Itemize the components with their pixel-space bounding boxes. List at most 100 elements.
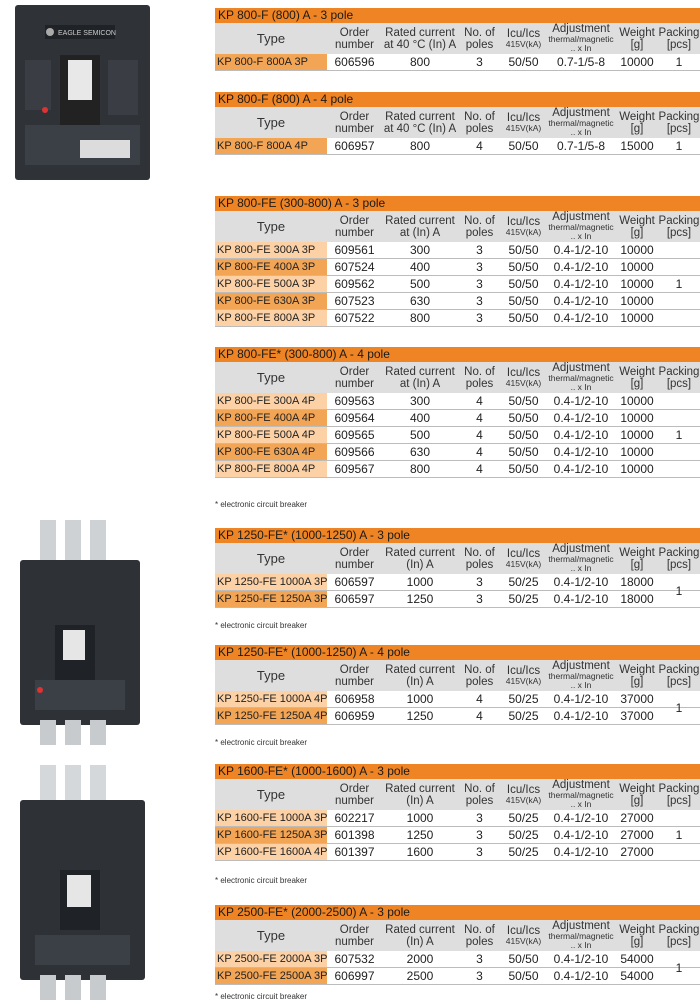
cell-icu: 50/50: [508, 394, 539, 408]
cell-rated: 630: [409, 294, 431, 308]
cell-order: 602217: [334, 811, 375, 825]
header-icu-sub: 415V(kA): [505, 123, 542, 133]
cell-weight: 27000: [620, 828, 654, 842]
cell-type: KP 1600-FE 1000A 3P: [215, 810, 328, 826]
cell-packing: 1: [675, 277, 683, 291]
header-adj-sub: thermal/magnetic .. x In: [548, 222, 614, 241]
table-block: KP 1250-FE* (1000-1250) A - 4 pole Type …: [215, 645, 700, 725]
header-poles: No. of poles: [464, 782, 495, 807]
header-adj-sub: thermal/magnetic .. x In: [548, 671, 614, 690]
header-adj-label: Adjustment: [552, 362, 610, 374]
cell-type: KP 800-FE 800A 3P: [215, 310, 327, 326]
cell-type: KP 1250-FE 1000A 3P: [215, 574, 328, 590]
cell-weight: 18000: [620, 592, 654, 606]
header-packing-sub: [pcs]: [666, 675, 692, 688]
header-type: Type: [256, 786, 286, 802]
cell-adjustment: 0.4-1/2-10: [553, 445, 609, 459]
cell-adjustment: 0.4-1/2-10: [553, 952, 609, 966]
cell-icu: 50/50: [508, 311, 539, 325]
cell-icu: 50/50: [508, 277, 539, 291]
cell-poles: 3: [476, 277, 483, 291]
cell-type: KP 800-FE 800A 4P: [215, 461, 327, 477]
header-weight-label: Weight: [619, 923, 655, 936]
header-adj-sub: thermal/magnetic .. x In: [548, 931, 614, 950]
header-adj-label: Adjustment: [552, 543, 610, 555]
table-title: KP 800-F (800) A - 4 pole: [215, 92, 700, 107]
header-order: Order number: [335, 546, 374, 571]
cell-adjustment: 0.7-1/5-8: [556, 55, 606, 69]
cell-adjustment: 0.7-1/5-8: [556, 139, 606, 153]
cell-type: KP 800-FE 400A 3P: [215, 259, 327, 275]
header-type: Type: [256, 218, 286, 234]
cell-icu: 50/50: [508, 952, 539, 966]
header-weight-label: Weight: [619, 546, 655, 559]
cell-icu: 50/50: [508, 411, 539, 425]
header-rated: Rated current (In) A: [385, 923, 455, 948]
header-icu-sub: 415V(kA): [505, 936, 542, 946]
table-block: KP 800-FE* (300-800) A - 4 pole Type Ord…: [215, 347, 700, 478]
cell-icu: 50/50: [508, 243, 539, 257]
cell-type: KP 1250-FE 1250A 3P: [215, 591, 328, 607]
header-icu-label: Icu/Ics: [506, 665, 541, 677]
cell-type: KP 800-FE 500A 3P: [215, 276, 327, 292]
cell-poles: 3: [476, 828, 483, 842]
table-title: KP 2500-FE* (2000-2500) A - 3 pole: [215, 905, 700, 920]
header-weight: Weight[g]: [616, 920, 658, 951]
cell-order: 606597: [334, 592, 375, 606]
header-type: Type: [256, 30, 286, 46]
table-header: Type Order number Rated current (In) A N…: [215, 779, 700, 810]
cell-type: KP 800-FE 400A 4P: [215, 410, 327, 426]
cell-poles: 4: [476, 428, 483, 442]
cell-icu: 50/50: [508, 462, 539, 476]
cell-weight: 37000: [620, 709, 654, 723]
cell-icu: 50/50: [508, 260, 539, 274]
header-weight-sub: [g]: [630, 794, 644, 807]
header-rated: Rated current (In) A: [385, 546, 455, 571]
cell-order: 609566: [334, 445, 375, 459]
cell-icu: 50/25: [508, 692, 539, 706]
cell-weight: 10000: [620, 411, 654, 425]
cell-rated: 800: [409, 55, 431, 69]
cell-order: 609561: [334, 243, 375, 257]
cell-icu: 50/50: [508, 294, 539, 308]
cell-weight: 54000: [620, 952, 654, 966]
header-packing-label: Packing: [658, 546, 700, 559]
cell-packing: 1: [675, 961, 683, 975]
cell-adjustment: 0.4-1/2-10: [553, 592, 609, 606]
cell-type: KP 800-FE 300A 3P: [215, 242, 327, 258]
header-adj-label: Adjustment: [552, 660, 610, 672]
header-icu-sub: 415V(kA): [505, 676, 542, 686]
header-weight: Weight[g]: [616, 362, 658, 393]
cell-adjustment: 0.4-1/2-10: [553, 692, 609, 706]
table-title: KP 800-F (800) A - 3 pole: [215, 8, 700, 23]
cell-rated: 2000: [406, 952, 434, 966]
cell-type: KP 1250-FE 1250A 4P: [215, 708, 328, 724]
cell-icu: 50/25: [508, 845, 539, 859]
cell-rated: 800: [409, 462, 431, 476]
table-header: Type Order number Rated current (In) A N…: [215, 920, 700, 951]
cell-type: KP 1250-FE 1000A 4P: [215, 691, 328, 707]
table-block: KP 800-FE (300-800) A - 3 pole Type Orde…: [215, 196, 700, 327]
table-block: KP 2500-FE* (2000-2500) A - 3 pole Type …: [215, 905, 700, 985]
cell-order: 606997: [334, 969, 375, 983]
cell-type: KP 800-FE 630A 3P: [215, 293, 327, 309]
header-adj-label: Adjustment: [552, 779, 610, 791]
header-weight-sub: [g]: [630, 675, 644, 688]
